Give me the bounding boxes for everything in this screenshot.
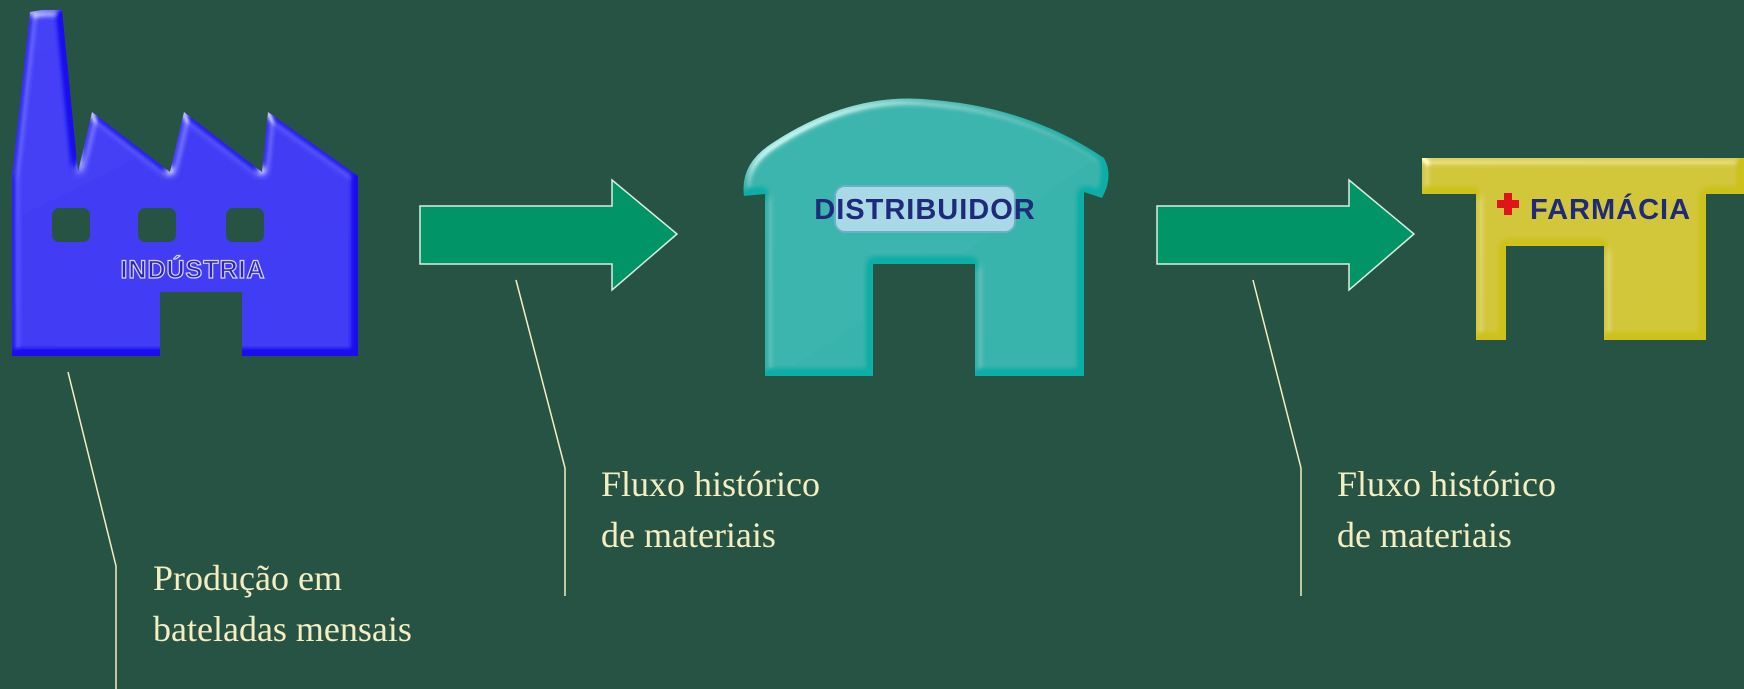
farmacia-label: FARMÁCIA bbox=[1530, 192, 1691, 226]
flow-arrow bbox=[1156, 178, 1416, 292]
callout-line-producao bbox=[67, 371, 117, 689]
distribuidor-node: DISTRIBUIDOR bbox=[743, 98, 1109, 376]
flow-arrow bbox=[419, 178, 679, 292]
factory-window bbox=[138, 208, 176, 242]
farmacia-node: FARMÁCIA bbox=[1422, 158, 1744, 340]
callout-fluxo-1-line1: Fluxo histórico bbox=[601, 464, 821, 504]
distribuidor-label: DISTRIBUIDOR bbox=[814, 194, 1035, 226]
warehouse-icon bbox=[743, 98, 1109, 376]
callout-fluxo-2: Fluxo histórico de materiais bbox=[1337, 459, 1556, 561]
callout-fluxo-1: Fluxo histórico de materiais bbox=[601, 459, 820, 561]
callout-producao: Produção em bateladas mensais bbox=[153, 553, 412, 655]
callout-lines bbox=[67, 279, 1302, 689]
callout-fluxo-2-line2: de materiais bbox=[1337, 515, 1512, 555]
industria-node: INDÚSTRIA bbox=[12, 10, 358, 358]
callout-producao-line2: bateladas mensais bbox=[153, 609, 412, 649]
pharmacy-icon bbox=[1422, 158, 1744, 340]
callout-fluxo-2-line1: Fluxo histórico bbox=[1337, 464, 1557, 504]
factory-window bbox=[226, 208, 264, 242]
callout-line-fluxo1 bbox=[515, 279, 566, 596]
red-cross-icon bbox=[1497, 193, 1519, 215]
factory-window bbox=[52, 208, 90, 242]
callout-fluxo-1-line2: de materiais bbox=[601, 515, 776, 555]
distribuidor-label-plate bbox=[834, 185, 1016, 233]
callout-producao-line1: Produção em bbox=[153, 558, 342, 598]
factory-icon bbox=[12, 10, 358, 356]
industria-label: INDÚSTRIA bbox=[120, 254, 265, 284]
factory-door bbox=[160, 292, 242, 358]
callout-line-fluxo2 bbox=[1252, 279, 1302, 596]
